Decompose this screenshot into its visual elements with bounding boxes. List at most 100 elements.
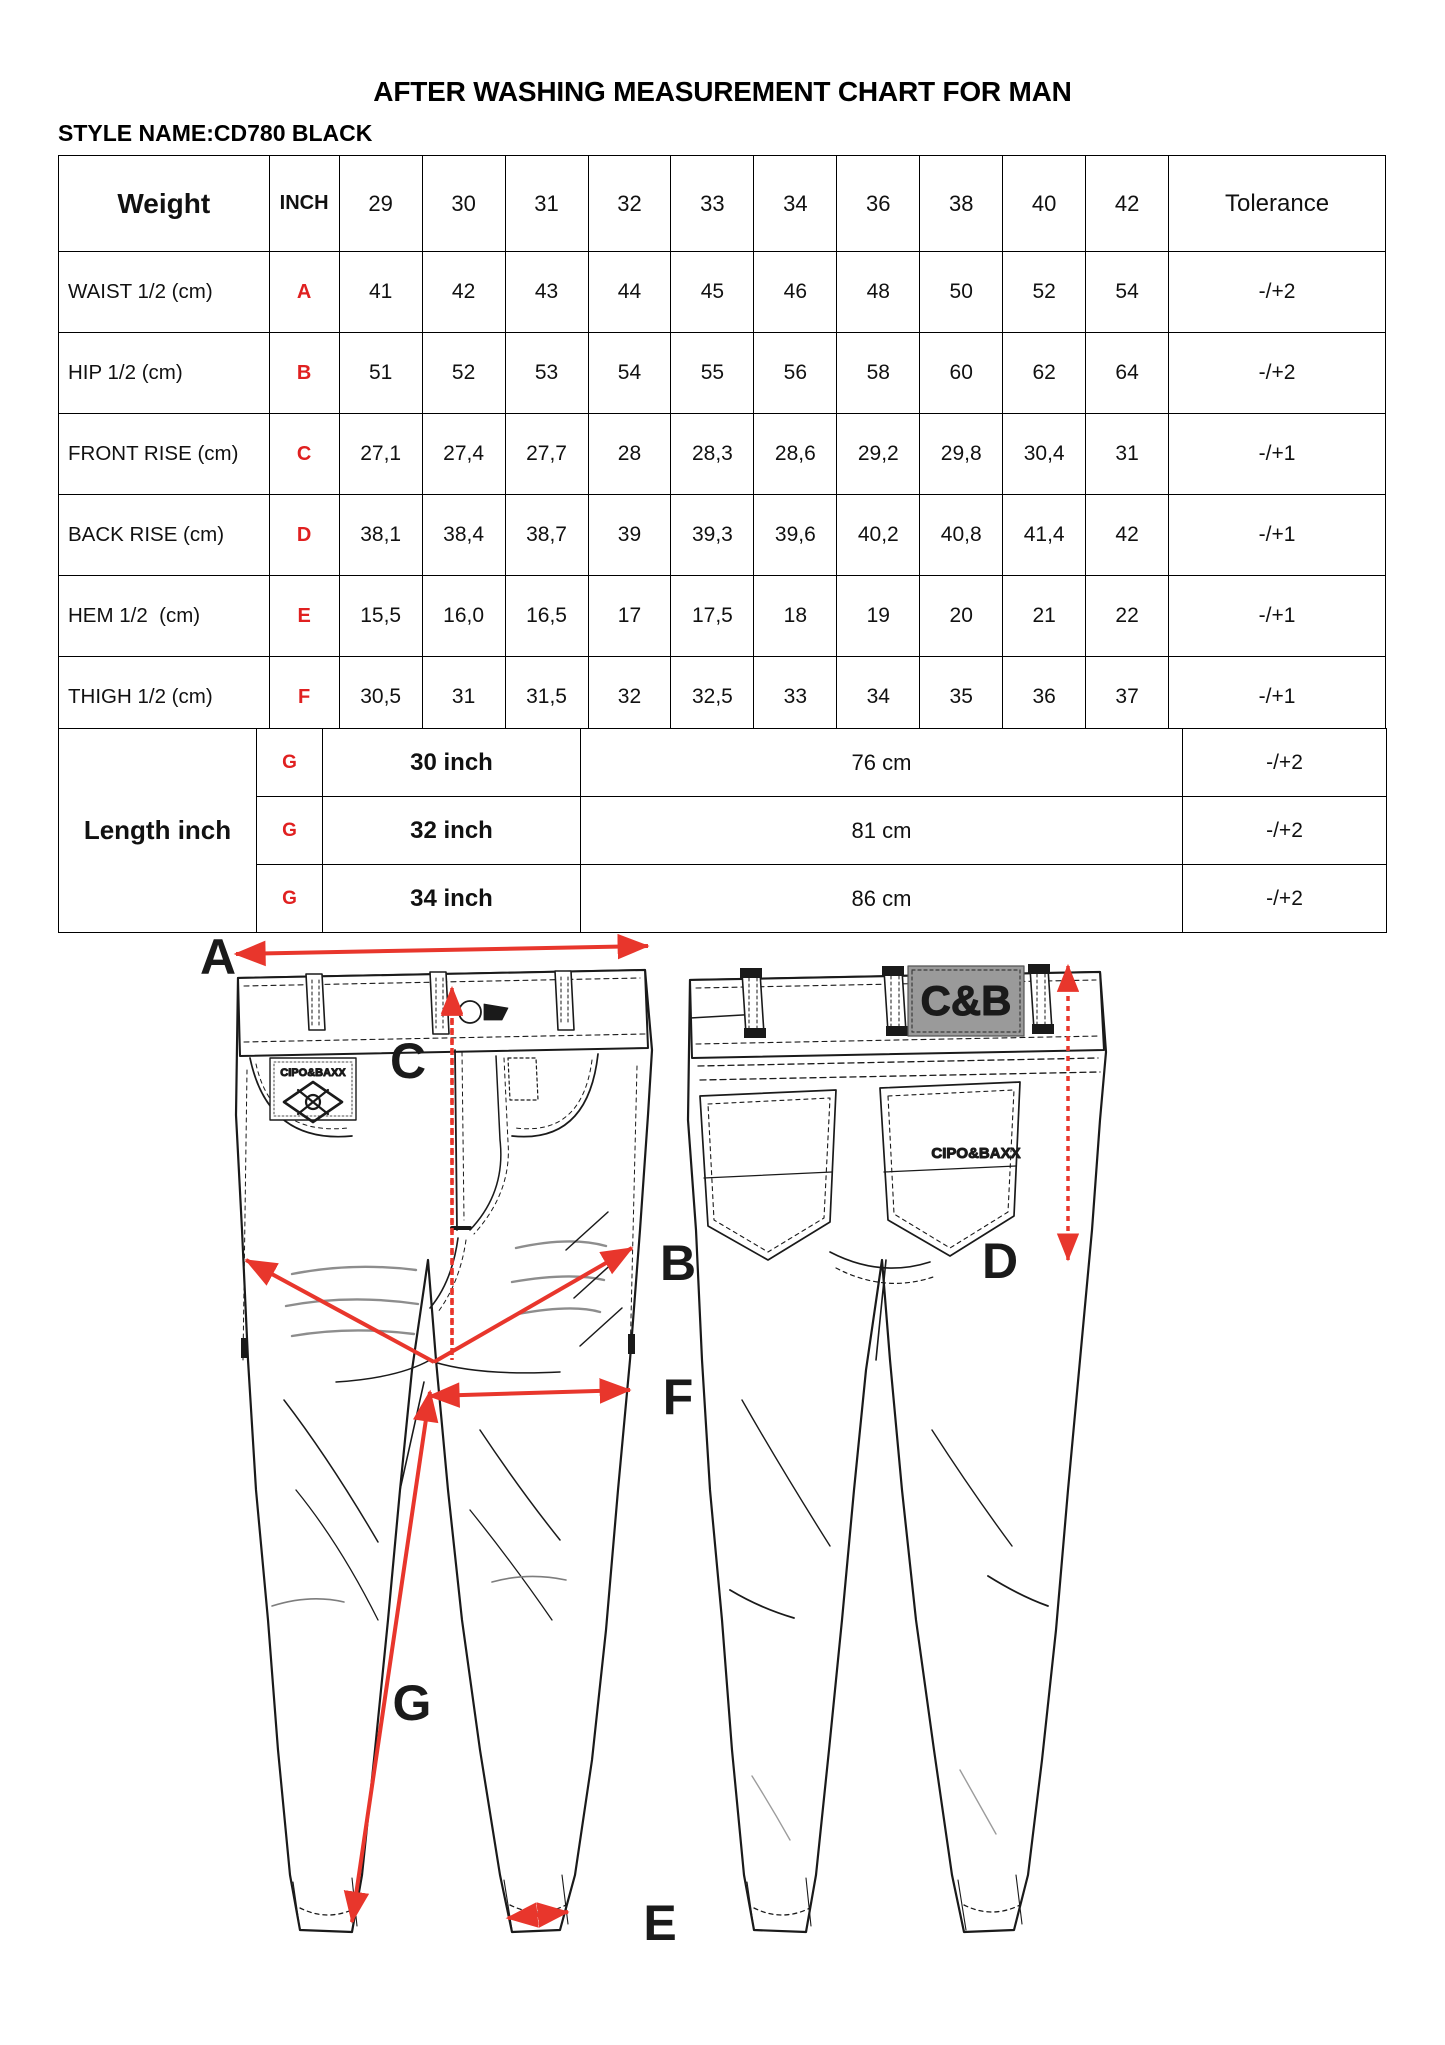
- header-size-40: 40: [1002, 155, 1087, 252]
- dimension-label-a: A: [200, 930, 236, 985]
- cell-value: 54: [1085, 251, 1170, 333]
- length-row-cm: 86 cm: [580, 864, 1183, 933]
- length-row-code: G: [256, 864, 323, 933]
- header-size-42: 42: [1085, 155, 1170, 252]
- length-row-cm: 76 cm: [580, 728, 1183, 797]
- length-row-cm: 81 cm: [580, 796, 1183, 865]
- row-code-e: E: [268, 575, 340, 657]
- cell-value: 30,4: [1002, 413, 1087, 495]
- length-row-inch: 32 inch: [322, 796, 581, 865]
- dimension-line-length: [343, 1389, 439, 1924]
- waistband-brand-text: C&B: [921, 977, 1012, 1024]
- cell-value: 46: [753, 251, 838, 333]
- cell-value: 41,4: [1002, 494, 1087, 576]
- technical-drawing: CIPO&BAXX: [0, 930, 1445, 1990]
- row-label-e: HEM 1/2 (cm): [58, 575, 270, 657]
- cell-value: 44: [587, 251, 672, 333]
- cell-tolerance: -/+2: [1168, 332, 1386, 414]
- cell-value: 62: [1002, 332, 1087, 414]
- cell-value: 43: [504, 251, 589, 333]
- dimension-line-thigh: [427, 1378, 632, 1408]
- length-row-tolerance: -/+2: [1182, 728, 1387, 797]
- length-row-inch: 34 inch: [322, 864, 581, 933]
- length-inch-label: Length inch: [58, 728, 257, 933]
- cell-value: 38,7: [504, 494, 589, 576]
- header-size-30: 30: [421, 155, 506, 252]
- cell-value: 40,2: [836, 494, 921, 576]
- cell-value: 39: [587, 494, 672, 576]
- cell-value: 20: [919, 575, 1004, 657]
- row-label-b: HIP 1/2 (cm): [58, 332, 270, 414]
- cell-value: 56: [753, 332, 838, 414]
- cell-value: 16,5: [504, 575, 589, 657]
- cell-value: 29,8: [919, 413, 1004, 495]
- cell-value: 39,3: [670, 494, 755, 576]
- cell-value: 31: [1085, 413, 1170, 495]
- cell-value: 48: [836, 251, 921, 333]
- cell-value: 40,8: [919, 494, 1004, 576]
- cell-tolerance: -/+1: [1168, 656, 1386, 738]
- cell-value: 52: [1002, 251, 1087, 333]
- dimension-line-hem: [505, 1902, 570, 1928]
- cell-value: 19: [836, 575, 921, 657]
- dimension-label-b: B: [660, 1235, 696, 1291]
- back-view-jeans: C&B CIPO&BAXX: [686, 964, 1108, 1934]
- row-label-c: FRONT RISE (cm): [58, 413, 270, 495]
- dimension-line-waist: [233, 933, 650, 967]
- cell-value: 16,0: [421, 575, 506, 657]
- header-size-31: 31: [504, 155, 589, 252]
- cell-value: 64: [1085, 332, 1170, 414]
- cell-value: 31,5: [504, 656, 589, 738]
- cell-value: 54: [587, 332, 672, 414]
- front-view-jeans: CIPO&BAXX: [234, 968, 654, 1934]
- header-size-32: 32: [587, 155, 672, 252]
- cell-value: 27,1: [338, 413, 423, 495]
- row-code-c: C: [268, 413, 340, 495]
- dimension-line-hip-right: [433, 1246, 634, 1364]
- row-code-d: D: [268, 494, 340, 576]
- length-row-inch: 30 inch: [322, 728, 581, 797]
- cell-value: 42: [1085, 494, 1170, 576]
- cell-value: 27,7: [504, 413, 589, 495]
- header-size-34: 34: [753, 155, 838, 252]
- length-row-tolerance: -/+2: [1182, 796, 1387, 865]
- cell-value: 35: [919, 656, 1004, 738]
- cell-value: 17: [587, 575, 672, 657]
- cell-value: 30,5: [338, 656, 423, 738]
- dimension-label-e: E: [643, 1895, 676, 1951]
- cell-value: 45: [670, 251, 755, 333]
- cell-tolerance: -/+1: [1168, 413, 1386, 495]
- cell-value: 27,4: [421, 413, 506, 495]
- cell-value: 52: [421, 332, 506, 414]
- cell-value: 28,3: [670, 413, 755, 495]
- dimension-label-g: G: [393, 1675, 432, 1731]
- dimension-label-f: F: [663, 1369, 694, 1425]
- length-row-code: G: [256, 796, 323, 865]
- cell-value: 28: [587, 413, 672, 495]
- waistband-brand-patch: C&B: [907, 965, 1025, 1037]
- header-inch: INCH: [268, 155, 340, 252]
- style-name: STYLE NAME:CD780 BLACK: [58, 120, 373, 146]
- dimension-label-d: D: [982, 1233, 1018, 1289]
- cell-value: 32,5: [670, 656, 755, 738]
- cell-value: 18: [753, 575, 838, 657]
- cell-value: 32: [587, 656, 672, 738]
- cell-value: 37: [1085, 656, 1170, 738]
- cell-value: 36: [1002, 656, 1087, 738]
- cell-value: 53: [504, 332, 589, 414]
- front-pocket-brand-patch: CIPO&BAXX: [269, 1057, 357, 1124]
- header-size-38: 38: [919, 155, 1004, 252]
- cell-value: 29,2: [836, 413, 921, 495]
